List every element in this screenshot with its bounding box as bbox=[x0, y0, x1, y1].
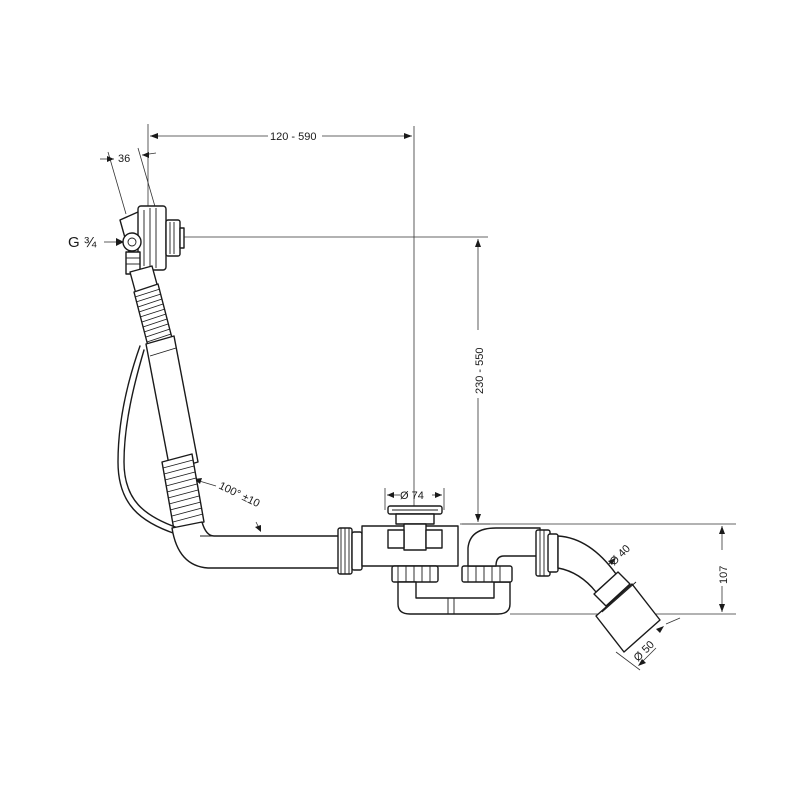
dim-trap-height: 107 bbox=[718, 566, 730, 584]
bowden-cable bbox=[117, 345, 177, 535]
thread-label: G ¾ bbox=[68, 234, 97, 251]
drain-body bbox=[361, 505, 459, 583]
overflow-tube bbox=[145, 335, 199, 471]
dim-drain-diameter: Ø 74 bbox=[400, 490, 424, 502]
dimension-lines bbox=[100, 124, 736, 671]
pipe-nut bbox=[337, 527, 363, 575]
dim-overflow-width: 36 bbox=[118, 153, 130, 165]
outlet-elbow bbox=[535, 529, 661, 653]
overflow-hose-lower bbox=[161, 453, 205, 531]
dim-outlet-inner: Ø 40 bbox=[608, 543, 633, 568]
dim-vertical-range: 230 - 550 bbox=[474, 348, 486, 394]
dim-angle: 100° ±10 bbox=[217, 480, 262, 510]
dim-horizontal-range: 120 - 590 bbox=[270, 131, 316, 143]
u-trap bbox=[397, 527, 541, 615]
overflow-hose-upper bbox=[133, 283, 173, 347]
overflow-assembly bbox=[119, 205, 185, 295]
